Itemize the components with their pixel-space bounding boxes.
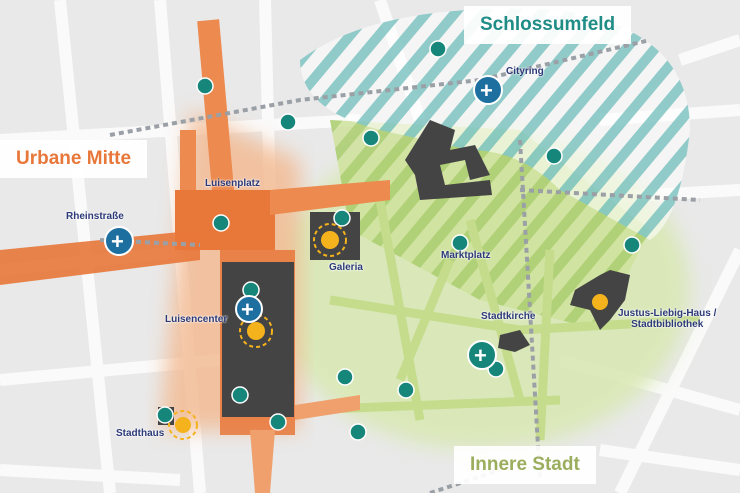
- place-justus-liebig-haus[interactable]: Justus-Liebig-Haus / Stadtbibliothek: [618, 308, 716, 330]
- place-marktplatz[interactable]: Marktplatz: [441, 250, 491, 261]
- zone-label-innere-stadt: Innere Stadt: [454, 446, 596, 484]
- place-rheinstrasse[interactable]: Rheinstraße: [66, 211, 124, 222]
- schlossumfeld-zone: [300, 8, 690, 240]
- zone-label-schlossumfeld: Schlossumfeld: [464, 6, 632, 44]
- place-luisencenter[interactable]: Luisencenter: [165, 314, 228, 325]
- plus-markers: [104, 40, 641, 441]
- place-justus-liebig-line2: Stadtbibliothek: [631, 319, 704, 330]
- place-cityring[interactable]: Cityring: [506, 66, 544, 77]
- stadtkirche-building: [498, 330, 530, 352]
- zone-label-urbane-mitte: Urbane Mitte: [0, 140, 148, 178]
- place-justus-liebig-line1: Justus-Liebig-Haus /: [618, 308, 717, 319]
- place-galeria[interactable]: Galeria: [329, 262, 363, 273]
- place-stadtkirche[interactable]: Stadtkirche: [481, 311, 536, 322]
- sun-markers: [168, 223, 608, 440]
- place-stadthaus[interactable]: Stadthaus: [116, 428, 165, 439]
- place-luisenplatz[interactable]: Luisenplatz: [205, 178, 261, 189]
- schloss-building: [405, 120, 492, 200]
